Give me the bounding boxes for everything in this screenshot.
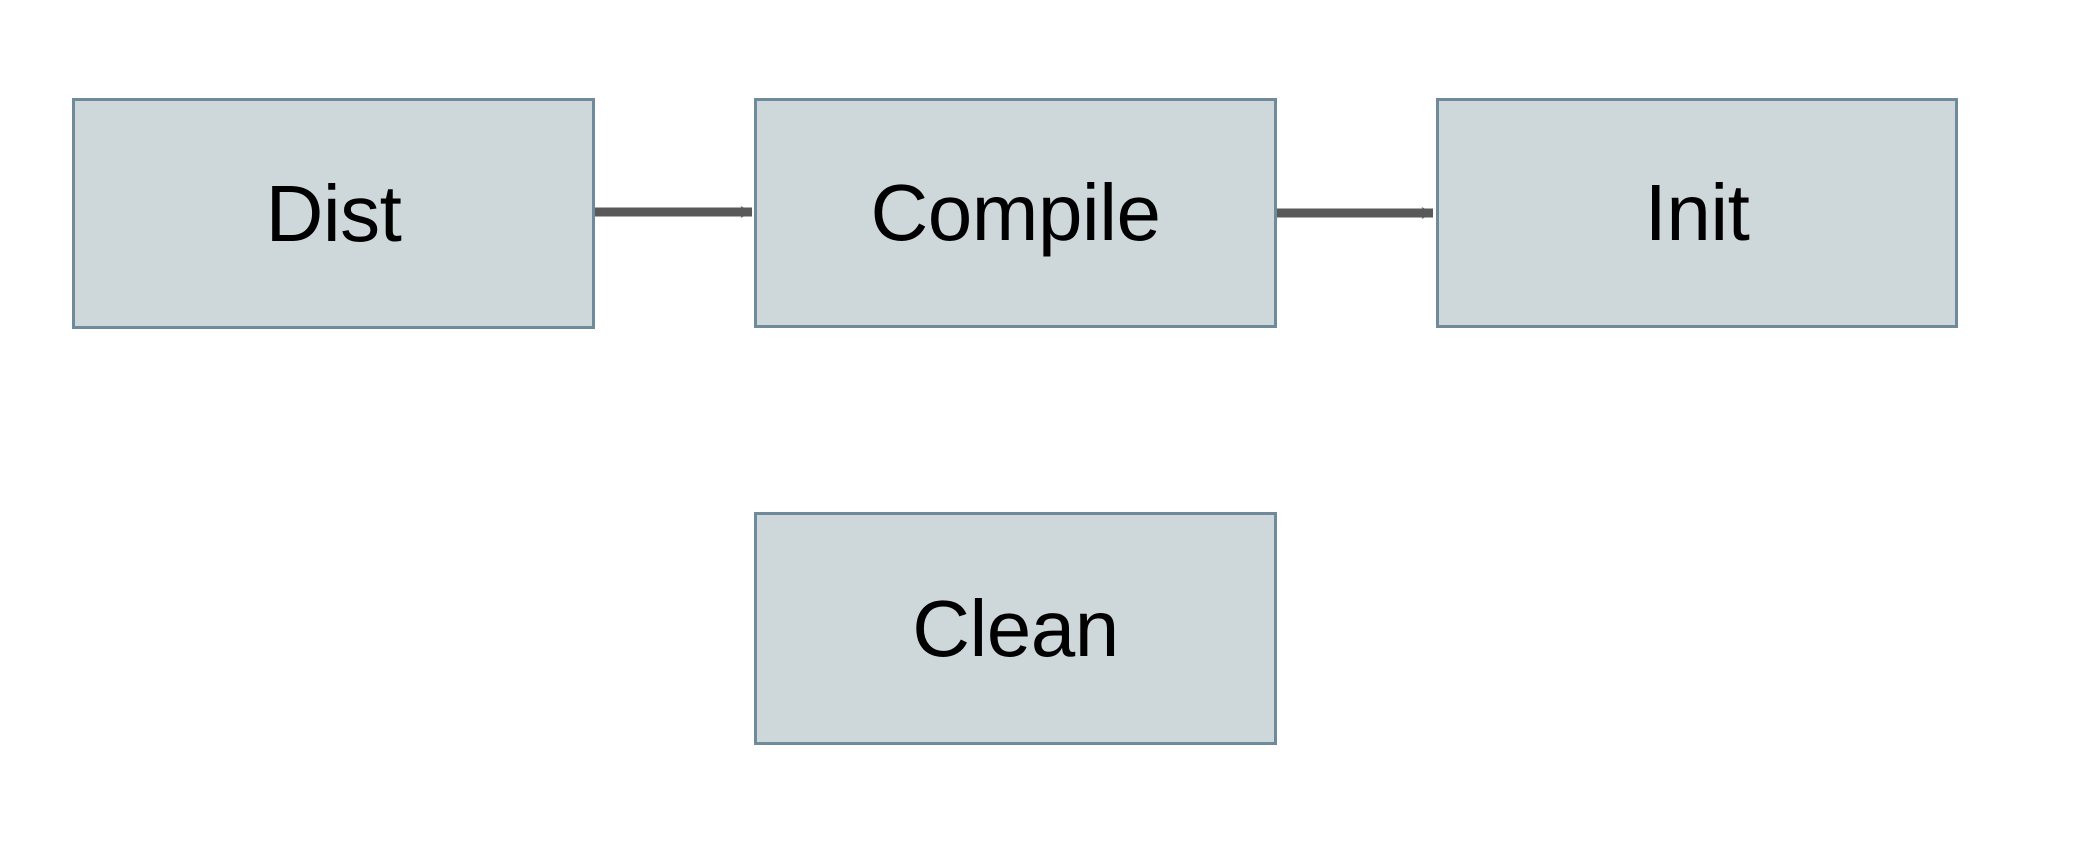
node-init[interactable]: Init bbox=[1436, 98, 1958, 328]
node-init-label: Init bbox=[1644, 168, 1750, 257]
node-clean-label: Clean bbox=[912, 583, 1119, 673]
node-dist-label: Dist bbox=[265, 168, 402, 258]
node-clean[interactable]: Clean bbox=[754, 512, 1277, 745]
node-dist[interactable]: Dist bbox=[72, 98, 595, 329]
edge-compile-to-init-hitbox[interactable] bbox=[1277, 193, 1436, 233]
node-compile-label: Compile bbox=[870, 168, 1161, 257]
node-compile[interactable]: Compile bbox=[754, 98, 1277, 328]
edge-dist-to-compile-hitbox[interactable] bbox=[595, 192, 755, 232]
